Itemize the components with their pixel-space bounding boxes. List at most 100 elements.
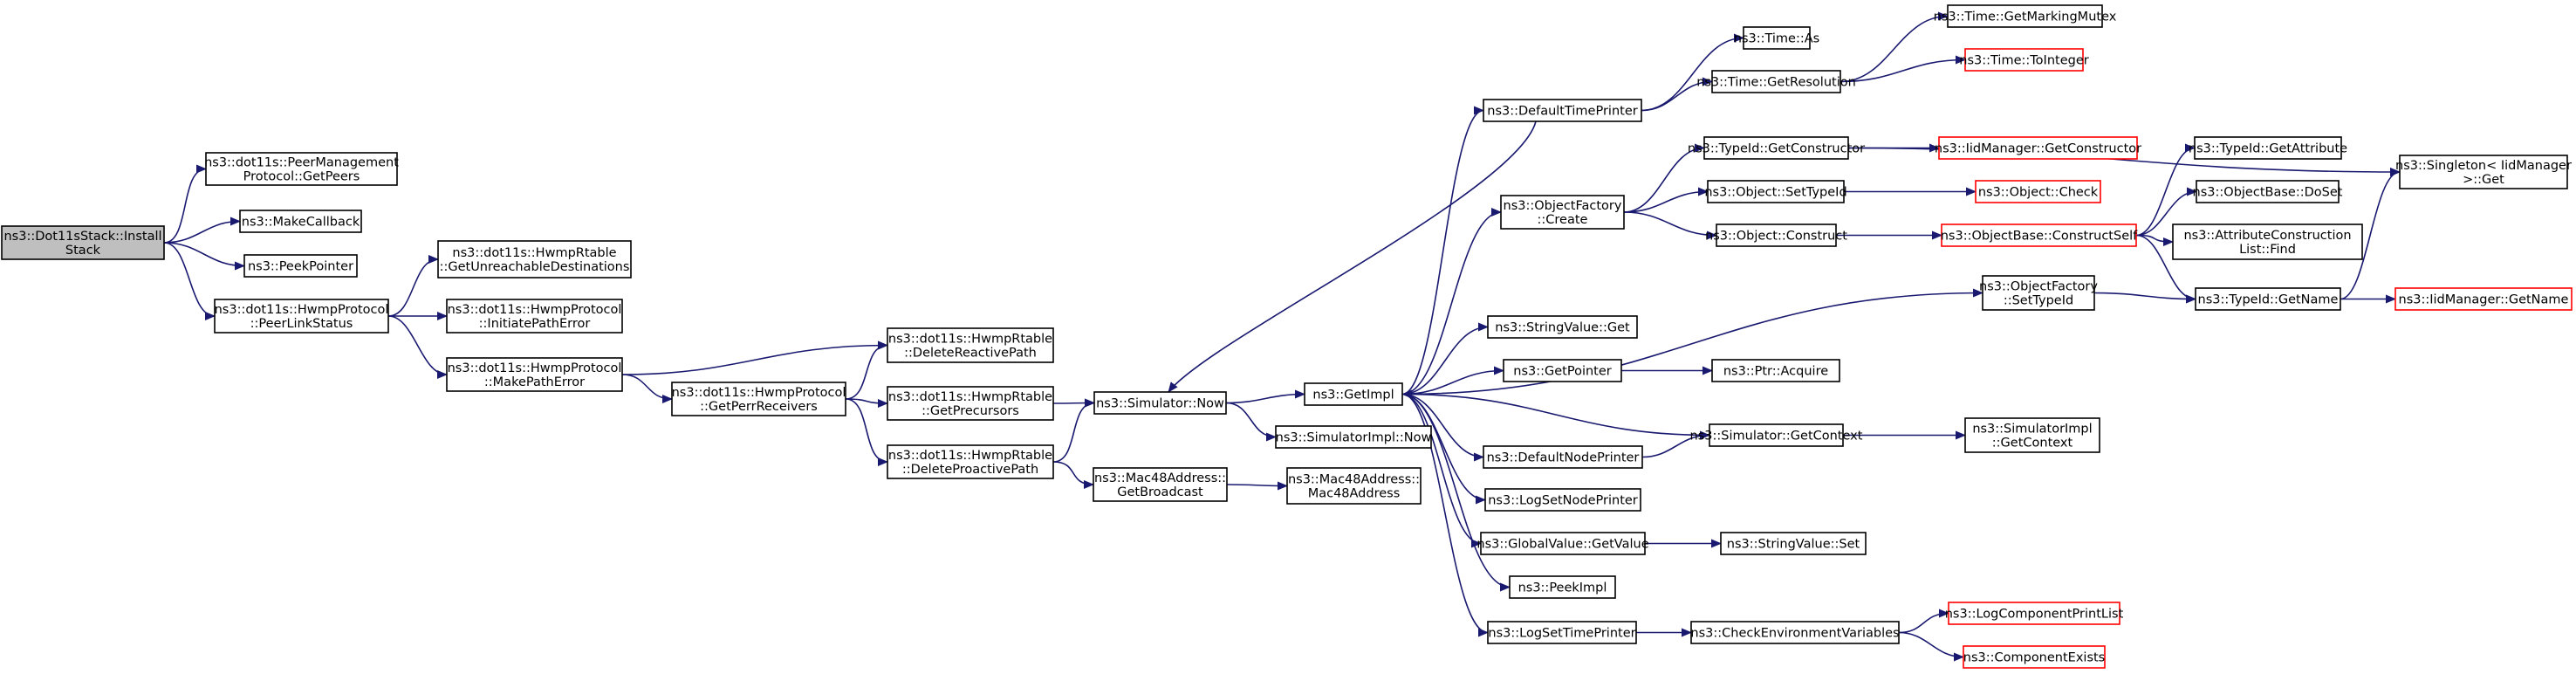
node-simimplnow[interactable]: ns3::SimulatorImpl::Now: [1275, 425, 1432, 449]
node-label-line: ns3::StringValue::Set: [1727, 538, 1860, 552]
node-logsettime[interactable]: ns3::LogSetTimePrinter: [1487, 621, 1637, 644]
node-simgetctx[interactable]: ns3::Simulator::GetContext: [1690, 423, 1863, 447]
node-peekimpl[interactable]: ns3::PeekImpl: [1509, 575, 1616, 599]
edge-simnow-to-getimpl: [1225, 389, 1305, 404]
node-timeas[interactable]: ns3::Time::As: [1734, 26, 1819, 50]
node-box: [446, 357, 623, 392]
node-box: [1483, 445, 1643, 469]
node-box: [1480, 532, 1646, 555]
node-box: [1093, 467, 1228, 502]
edge-getperr-to-delreactive: [845, 340, 888, 400]
node-label-line: ns3::dot11s::PeerManagement: [204, 156, 399, 170]
node-label-line: ns3::Singleton< IidManager: [2395, 159, 2572, 173]
node-simimplctx[interactable]: ns3::SimulatorImpl::GetContext: [1964, 417, 2100, 453]
node-peekpointer[interactable]: ns3::PeekPointer: [243, 254, 358, 278]
edge-deftimeprinter-to-simnow: [1168, 120, 1537, 393]
node-label-line: ::GetPrecursors: [921, 404, 1019, 418]
edge-getimpl-to-globalgetval: [1401, 393, 1482, 548]
edge-objfactcreate-to-objconstruct: [1623, 211, 1717, 240]
node-simnow[interactable]: ns3::Simulator::Now: [1093, 391, 1227, 415]
node-constructself[interactable]: ns3::ObjectBase::ConstructSelf: [1941, 224, 2138, 247]
node-compexists[interactable]: ns3::ComponentExists: [1963, 645, 2106, 669]
node-getimpl[interactable]: ns3::GetImpl: [1304, 382, 1403, 406]
node-objconstruct[interactable]: ns3::Object::Construct: [1705, 224, 1847, 247]
node-stringvalset[interactable]: ns3::StringValue::Set: [1720, 532, 1867, 555]
node-initiatepe[interactable]: ns3::dot11s::HwmpProtocol::InitiatePathE…: [446, 299, 623, 334]
node-ptracquire[interactable]: ns3::Ptr::Acquire: [1711, 359, 1840, 382]
node-label-line: ns3::IidManager::GetName: [2399, 293, 2569, 307]
node-box: [2196, 180, 2340, 203]
node-label-line: ns3::LogSetTimePrinter: [1488, 627, 1635, 641]
node-logsetnode[interactable]: ns3::LogSetNodePrinter: [1484, 488, 1641, 512]
edge-checkenv-to-logprintlist: [1898, 609, 1949, 634]
node-label-line: ns3::dot11s::HwmpProtocol: [672, 386, 846, 400]
node-box: [1690, 621, 1900, 644]
node-label-line: ns3::TypeId::GetConstructor: [1688, 142, 1865, 156]
node-getprecursors[interactable]: ns3::dot11s::HwmpRtable::GetPrecursors: [887, 386, 1054, 421]
edge-peerlinkstatus-to-makepatherr: [387, 315, 448, 379]
node-box: [1941, 224, 2137, 247]
node-label-line: ::PeerLinkStatus: [250, 317, 353, 331]
edge-objfactcreate-to-typeidgetctor: [1623, 143, 1705, 213]
node-box: [1093, 391, 1227, 415]
node-defnodeprinter[interactable]: ns3::DefaultNodePrinter: [1483, 445, 1643, 469]
node-peerlinkstatus[interactable]: ns3::dot11s::HwmpProtocol::PeerLinkStatu…: [214, 299, 389, 334]
node-box: [1743, 26, 1811, 50]
node-delproactive[interactable]: ns3::dot11s::HwmpRtable::DeleteProactive…: [887, 444, 1054, 479]
node-makepatherr[interactable]: ns3::dot11s::HwmpProtocol::MakePathError: [446, 357, 623, 392]
node-label-line: ns3::LogSetNodePrinter: [1488, 494, 1638, 508]
node-delreactive[interactable]: ns3::dot11s::HwmpRtable::DeleteReactiveP…: [887, 327, 1054, 363]
node-getpeers[interactable]: ns3::dot11s::PeerManagementProtocol::Get…: [204, 152, 399, 186]
node-makecallback[interactable]: ns3::MakeCallback: [239, 210, 362, 233]
edge-install-to-getpeers: [163, 164, 207, 244]
node-getpointer[interactable]: ns3::GetPointer: [1503, 359, 1622, 382]
node-checkenv[interactable]: ns3::CheckEnvironmentVariables: [1690, 621, 1900, 644]
edge-delproactive-to-getbroadcast: [1052, 461, 1094, 489]
node-getunreach[interactable]: ns3::dot11s::HwmpRtable::GetUnreachableD…: [437, 240, 632, 279]
node-label-line: ::GetUnreachableDestinations: [440, 260, 630, 274]
node-markingmutex[interactable]: ns3::Time::GetMarkingMutex: [1934, 4, 2117, 28]
node-iidmgrname[interactable]: ns3::IidManager::GetName: [2394, 287, 2573, 311]
edge-makepatherr-to-getperr: [621, 374, 673, 403]
node-label-line: List::Find: [2239, 243, 2296, 257]
edge-getbroadcast-to-mac48: [1226, 481, 1288, 491]
node-label-line: ns3::AttributeConstruction: [2183, 229, 2351, 243]
node-label-line: ns3::StringValue::Get: [1495, 321, 1630, 335]
node-box: [446, 299, 623, 334]
node-mac48[interactable]: ns3::Mac48Address::Mac48Address: [1286, 467, 1422, 505]
node-label-line: ns3::Mac48Address::: [1094, 471, 1226, 485]
node-typeidgetname[interactable]: ns3::TypeId::GetName: [2195, 287, 2341, 311]
edge-getimpl-to-logsettime: [1401, 393, 1489, 637]
node-getperr[interactable]: ns3::dot11s::HwmpProtocol::GetPerrReceiv…: [671, 382, 846, 416]
node-box: [671, 382, 846, 416]
node-deftimeprinter[interactable]: ns3::DefaultTimePrinter: [1483, 99, 1642, 122]
node-box: [1703, 136, 1849, 160]
edge-constructself-to-objbasedoset: [2135, 187, 2197, 237]
node-singleton[interactable]: ns3::Singleton< IidManager >::Get: [2395, 155, 2572, 189]
node-timegetres[interactable]: ns3::Time::GetResolution: [1696, 70, 1856, 93]
node-stringvalget[interactable]: ns3::StringValue::Get: [1487, 315, 1638, 339]
node-label-line: ns3::PeekPointer: [248, 260, 353, 274]
node-objsettypeid[interactable]: ns3::Object::SetTypeId: [1704, 180, 1847, 203]
node-globalgetval[interactable]: ns3::GlobalValue::GetValue: [1476, 532, 1649, 555]
node-label-line: ::MakePathError: [484, 375, 585, 389]
edge-makepatherr-to-delreactive: [621, 340, 888, 375]
node-tointeger[interactable]: ns3::Time::ToInteger: [1959, 48, 2089, 72]
node-objbasedoset[interactable]: ns3::ObjectBase::DoSet: [2193, 180, 2343, 203]
node-objfactsettid[interactable]: ns3::ObjectFactory::SetTypeId: [1979, 275, 2098, 311]
edge-getperr-to-getprecursors: [845, 398, 888, 408]
node-label-line: ns3::dot11s::HwmpRtable: [888, 390, 1052, 404]
node-typeidgetattr[interactable]: ns3::TypeId::GetAttribute: [2189, 136, 2347, 160]
node-objcheck[interactable]: ns3::Object::Check: [1975, 180, 2101, 203]
node-box: [1975, 180, 2101, 203]
node-label-line: ns3::dot11s::HwmpProtocol: [448, 361, 622, 375]
node-getbroadcast[interactable]: ns3::Mac48Address::GetBroadcast: [1093, 467, 1228, 502]
node-typeidgetctor[interactable]: ns3::TypeId::GetConstructor: [1688, 136, 1865, 160]
node-objfactcreate[interactable]: ns3::ObjectFactory::Create: [1500, 195, 1625, 230]
node-logprintlist[interactable]: ns3::LogComponentPrintList: [1945, 602, 2124, 625]
node-iidmgrctor[interactable]: ns3::IidManager::GetConstructor: [1935, 136, 2141, 160]
node-label-line: ns3::DefaultTimePrinter: [1487, 105, 1637, 119]
node-label-line: ns3::dot11s::HwmpRtable: [452, 246, 616, 260]
